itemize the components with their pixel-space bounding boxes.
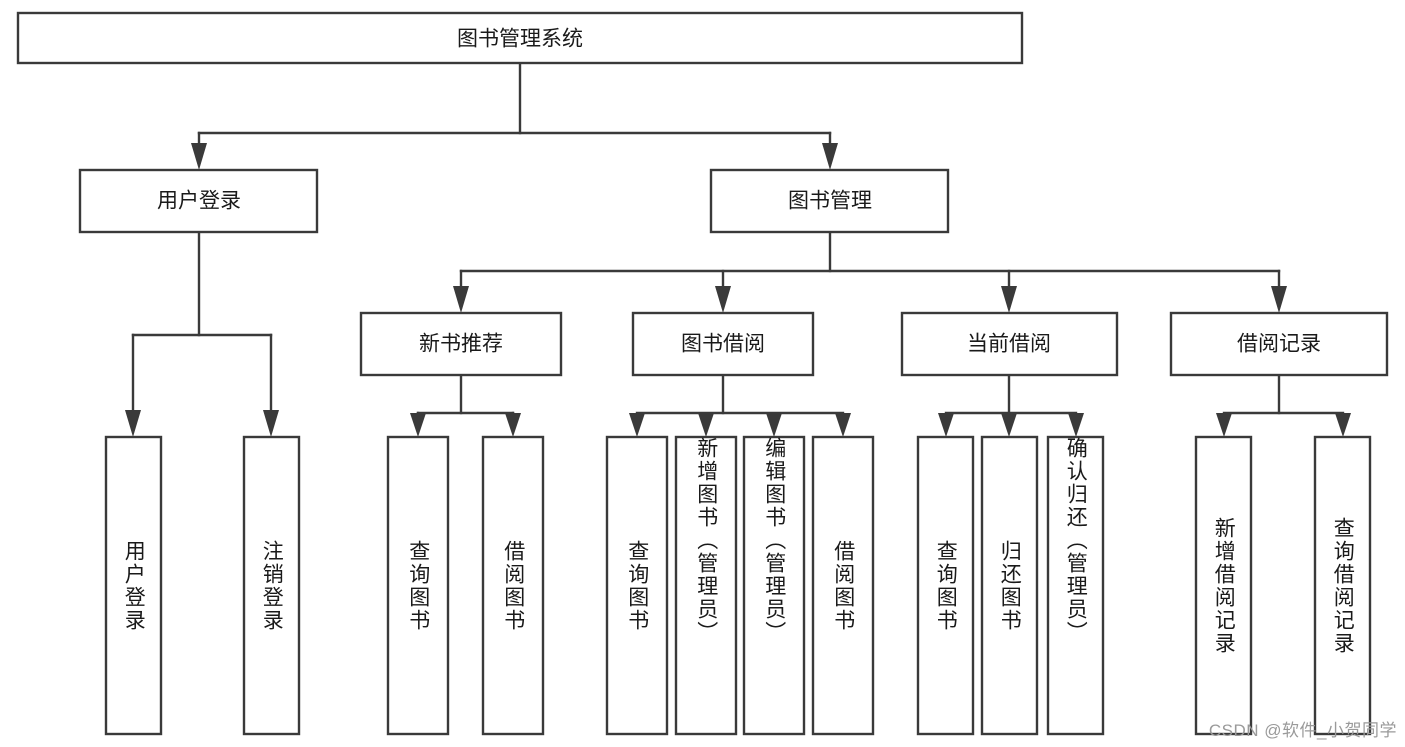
arrow-head-leaf-query-book-3 [938, 413, 954, 437]
node-leaf-query-book-1-box[interactable] [386, 435, 450, 736]
arrow-head-leaf-user-login [125, 410, 141, 437]
csdn-watermark: CSDN @软件_小贺同学 [1208, 721, 1397, 740]
node-book-manage[interactable]: 图书管理 [709, 168, 950, 234]
node-book-borrow-box[interactable] [631, 311, 815, 377]
connector-group [125, 61, 1351, 437]
arrow-head-leaf-borrow-book-2 [835, 413, 851, 437]
node-book-manage-label: 图书管理 [788, 190, 872, 213]
node-borrow-record[interactable]: 借阅记录 [1169, 311, 1389, 377]
arrow-head-leaf-confirm-return [1068, 413, 1084, 437]
node-borrow-record-box[interactable] [1169, 311, 1389, 377]
arrow-head-leaf-return-book [1001, 413, 1017, 437]
node-root-box[interactable] [16, 11, 1024, 65]
node-user-login-label: 用户登录 [157, 190, 241, 213]
node-user-login-box[interactable] [78, 168, 319, 234]
arrow-head-leaf-query-book-1 [410, 413, 426, 437]
arrow-head-user-login [191, 143, 207, 170]
node-leaf-borrow-book-2-box[interactable] [811, 435, 875, 736]
arrow-head-new-book-rec [453, 286, 469, 313]
node-leaf-query-record-box[interactable] [1313, 435, 1372, 736]
leaf-box-group [104, 435, 1372, 736]
node-current-borrow-box[interactable] [900, 311, 1119, 377]
node-leaf-query-book-3-box[interactable] [916, 435, 975, 736]
arrow-head-borrow-record [1271, 286, 1287, 313]
node-leaf-add-book-box[interactable] [674, 435, 738, 736]
node-user-login[interactable]: 用户登录 [78, 168, 319, 234]
node-new-book-rec-label: 新书推荐 [419, 333, 503, 356]
node-leaf-confirm-return-box[interactable] [1046, 435, 1105, 736]
arrow-head-current-borrow [1001, 286, 1017, 313]
node-leaf-edit-book-box[interactable] [742, 435, 806, 736]
arrow-head-leaf-query-record [1335, 413, 1351, 437]
node-leaf-return-book-box[interactable] [980, 435, 1039, 736]
arrow-head-leaf-query-book-2 [629, 413, 645, 437]
node-leaf-user-login-box[interactable] [104, 435, 163, 736]
node-book-borrow-label: 图书借阅 [681, 333, 765, 356]
node-leaf-user-logout-box[interactable] [242, 435, 301, 736]
node-new-book-rec-box[interactable] [359, 311, 563, 377]
node-new-book-rec[interactable]: 新书推荐 [359, 311, 563, 377]
node-leaf-add-record-box[interactable] [1194, 435, 1253, 736]
node-root-label: 图书管理系统 [457, 28, 583, 51]
arrow-head-book-manage [822, 143, 838, 170]
arrow-head-book-borrow [715, 286, 731, 313]
node-current-borrow[interactable]: 当前借阅 [900, 311, 1119, 377]
arrow-head-leaf-borrow-book-1 [505, 413, 521, 437]
node-book-borrow[interactable]: 图书借阅 [631, 311, 815, 377]
arrow-head-leaf-edit-book [766, 413, 782, 437]
arrow-head-leaf-user-logout [263, 410, 279, 437]
node-root[interactable]: 图书管理系统 [16, 11, 1024, 65]
node-leaf-borrow-book-1-box[interactable] [481, 435, 545, 736]
node-current-borrow-label: 当前借阅 [967, 333, 1051, 356]
node-borrow-record-label: 借阅记录 [1237, 333, 1321, 356]
node-book-manage-box[interactable] [709, 168, 950, 234]
node-leaf-query-book-2-box[interactable] [605, 435, 669, 736]
arrow-head-leaf-add-book [698, 413, 714, 437]
arrow-head-leaf-add-record [1216, 413, 1232, 437]
